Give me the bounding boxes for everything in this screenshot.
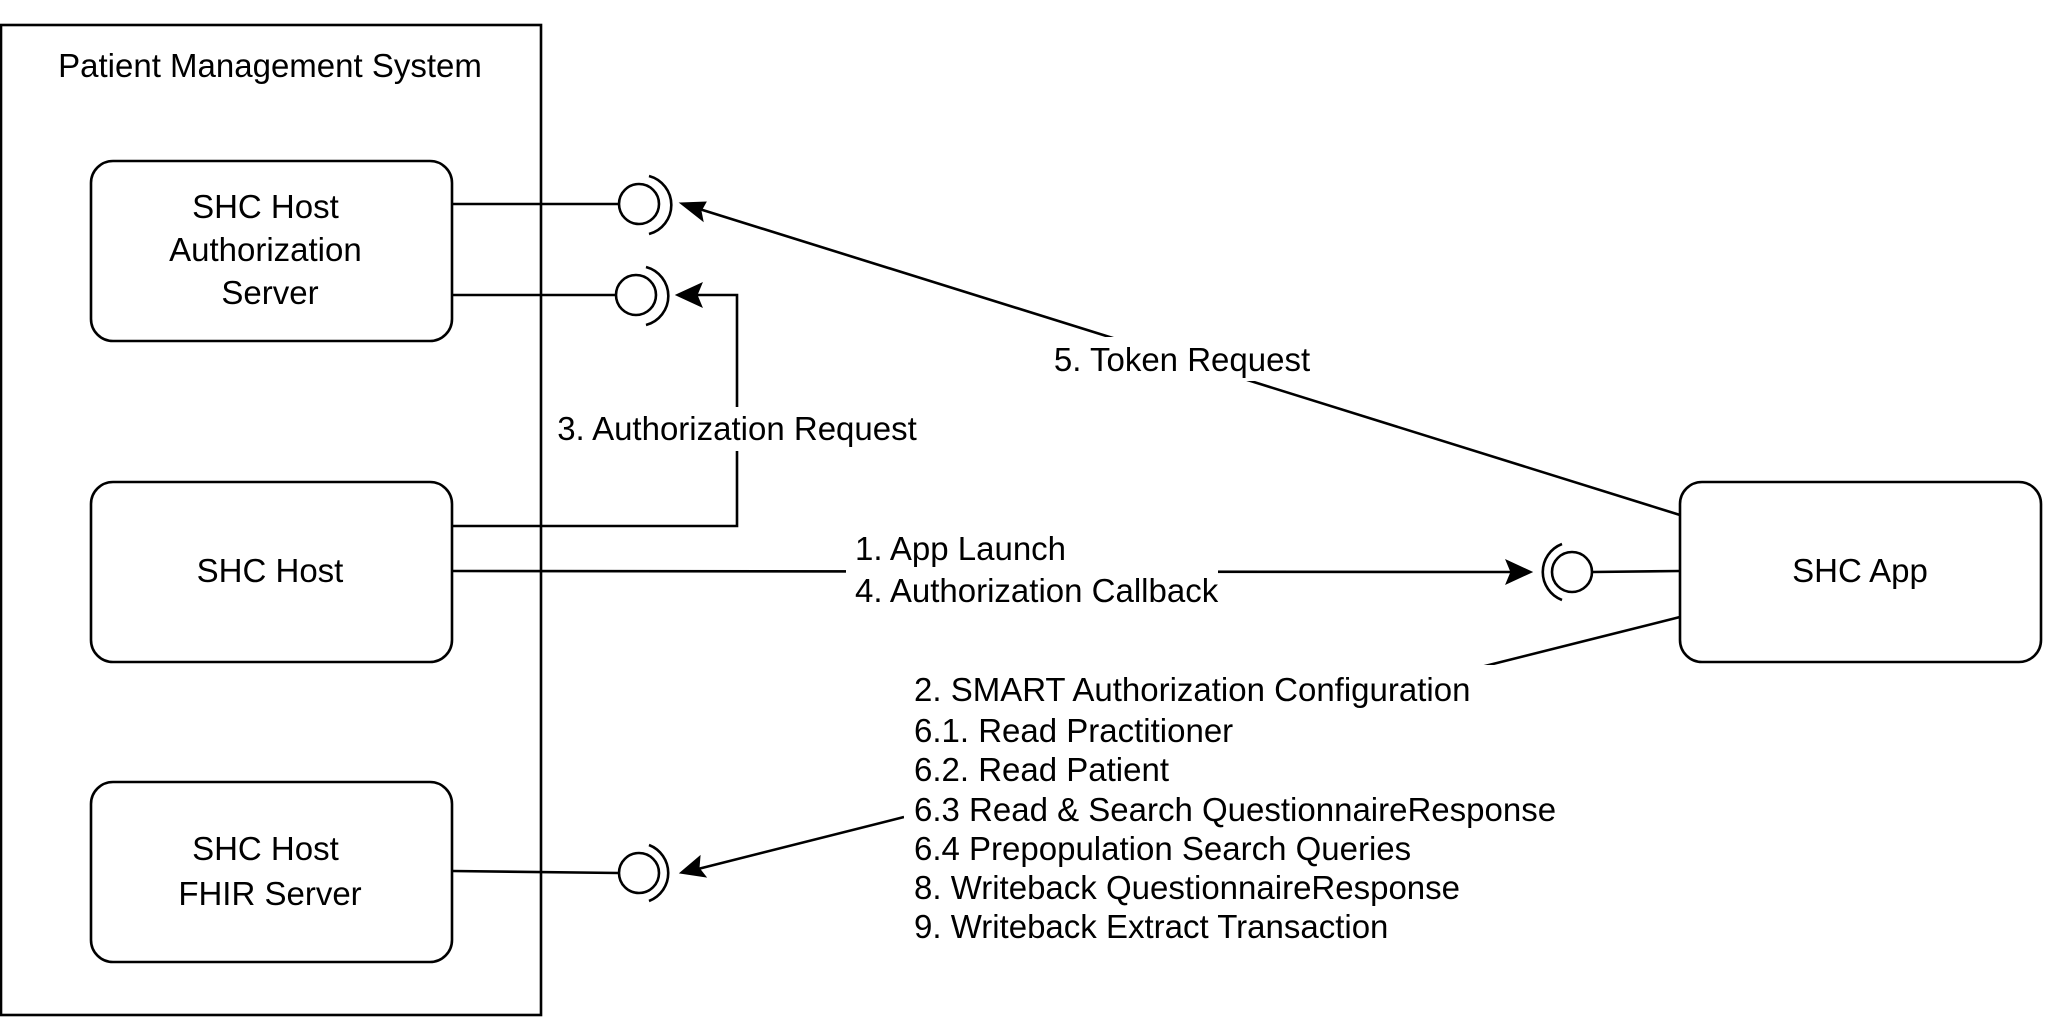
authorization-request-arrowhead-icon (674, 282, 703, 308)
launch-interface-socket-icon (1541, 542, 1563, 602)
fhir-interface-socket-icon (648, 843, 670, 903)
fhir-calls-arrowhead-icon (678, 854, 708, 878)
app-label: SHC App (1792, 552, 1928, 589)
fhir-calls-label: 2. SMART Authorization Configuration 6.1… (914, 671, 1565, 945)
fhir-server-connector (451, 869, 620, 875)
host-label: SHC Host (197, 552, 344, 589)
launch-label-group: 1. App Launch 4. Authorization Callback (846, 526, 1219, 610)
token-interface-socket-icon (648, 174, 673, 236)
authorize-interface (614, 265, 670, 327)
fhir-server-label: SHC Host FHIR Server (178, 830, 361, 912)
launch-interface-lollipop-icon (1550, 550, 1594, 594)
fhir-calls-arrow-line (1464, 615, 1681, 673)
fhir-calls-arrow-line-lower (693, 815, 905, 872)
launch-interface (1541, 542, 1594, 602)
token-request-arrowhead-icon (678, 201, 707, 223)
app-component: SHC App (1678, 480, 2043, 664)
authorize-interface-socket-icon (645, 265, 670, 327)
host-component: SHC Host (89, 480, 454, 664)
container-title: Patient Management System (58, 47, 482, 84)
auth-server-component: SHC Host Authorization Server (89, 159, 454, 343)
token-interface (617, 174, 673, 236)
patient-management-system-container (0, 23, 543, 1017)
launch-label: 1. App Launch 4. Authorization Callback (855, 530, 1219, 609)
launch-arrowhead-icon (1505, 559, 1534, 585)
token-interface-lollipop-icon (617, 182, 661, 226)
authorization-request-label-group: 3. Authorization Request (554, 407, 920, 451)
token-request-label-group: 5. Token Request (1052, 337, 1312, 381)
auth-server-label: SHC Host Authorization Server (169, 188, 371, 311)
app-launch-connector (1591, 569, 1681, 574)
token-request-label: 5. Token Request (1054, 341, 1310, 378)
authorization-request-label: 3. Authorization Request (557, 410, 917, 447)
authorize-interface-lollipop-icon (614, 273, 658, 317)
fhir-interface-lollipop-icon (617, 851, 661, 895)
fhir-calls-label-group: 2. SMART Authorization Configuration 6.1… (904, 665, 1565, 950)
fhir-interface (617, 843, 670, 903)
fhir-server-component: SHC Host FHIR Server (89, 780, 454, 964)
